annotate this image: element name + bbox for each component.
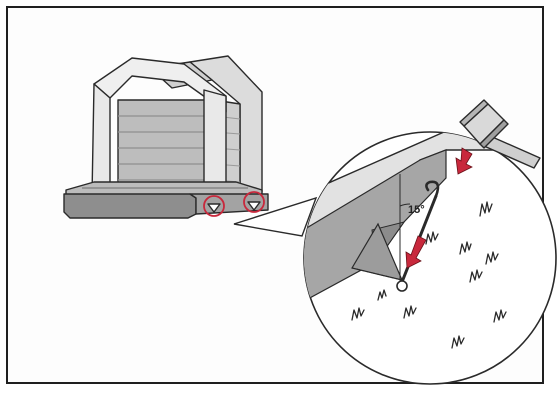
arrow-down-icon — [405, 147, 473, 269]
grass-icon — [351, 201, 507, 349]
magnified-detail — [303, 131, 557, 385]
zoom-pointer — [233, 196, 318, 237]
anchor-point-highlight-right — [243, 191, 265, 213]
anchor-point-highlight-left — [203, 195, 225, 217]
hammer-icon — [459, 99, 541, 169]
angle-label: 15° — [408, 204, 425, 216]
angle-arc — [399, 203, 411, 207]
bounce-house-icon — [63, 55, 269, 219]
